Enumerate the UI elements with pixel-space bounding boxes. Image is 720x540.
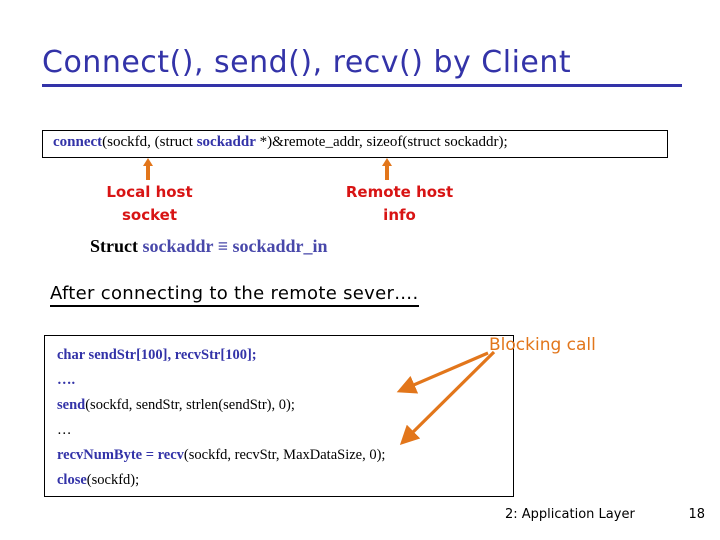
remote-host-info-label: Remote host info xyxy=(345,183,454,224)
code-segment-3: *)&remote_addr, sizeof(struct sockaddr); xyxy=(255,134,508,150)
code-segment-0: close xyxy=(57,472,87,488)
code-segment-0: … xyxy=(57,422,72,438)
code-line-4: recvNumByte = recv(sockfd, recvStr, MaxD… xyxy=(57,443,385,468)
slide-footer: 2: Application Layer 18 xyxy=(505,507,705,522)
code-segment-1: (sockfd, sendStr, strlen(sendStr), 0); xyxy=(85,397,295,413)
code-line-3: … xyxy=(57,418,385,443)
code-line-2: send(sockfd, sendStr, strlen(sendStr), 0… xyxy=(57,393,385,418)
local-host-socket-label: Local host socket xyxy=(106,183,193,224)
code-line-1: …. xyxy=(57,368,385,393)
code-segment-1: (sockfd); xyxy=(86,472,140,488)
code-segment-0: send xyxy=(57,397,86,413)
sockaddr-in-type: sockaddr_in xyxy=(232,236,328,256)
struct-keyword: Struct xyxy=(90,236,138,256)
code-segment-0: …. xyxy=(57,372,76,388)
page-title: Connect(), send(), recv() by Client xyxy=(42,44,682,87)
footer-chapter-label: 2: Application Layer xyxy=(505,507,635,522)
after-connecting-heading: After connecting to the remote sever…. xyxy=(50,283,419,307)
code-segment-0: connect xyxy=(53,134,103,150)
code-line-0: char sendStr[100], recvStr[100]; xyxy=(57,343,385,368)
sockaddr-type: sockaddr xyxy=(142,236,214,256)
code-segment-2: sockaddr xyxy=(196,134,256,150)
code-segment-1: (sockfd, (struct xyxy=(102,134,197,150)
struct-equivalence-line: Struct sockaddr ≡ sockaddr_in xyxy=(90,236,328,257)
sendrecv-code-box: char sendStr[100], recvStr[100];….send(s… xyxy=(44,335,514,497)
footer-page-number: 18 xyxy=(688,507,705,522)
connect-code-box: connect(sockfd, (struct sockaddr *)&remo… xyxy=(42,130,668,158)
code-segment-0: char sendStr[100], recvStr[100]; xyxy=(57,347,257,363)
code-segment-1: (sockfd, recvStr, MaxDataSize, 0); xyxy=(183,447,386,463)
code-line-5: close(sockfd); xyxy=(57,468,385,493)
connect-code-line: connect(sockfd, (struct sockaddr *)&remo… xyxy=(53,134,508,151)
code-segment-0: recvNumByte = recv xyxy=(57,447,184,463)
sendrecv-code-lines: char sendStr[100], recvStr[100];….send(s… xyxy=(57,343,385,493)
blocking-call-label: Blocking call xyxy=(489,335,596,355)
equivalence-symbol: ≡ xyxy=(217,236,228,256)
